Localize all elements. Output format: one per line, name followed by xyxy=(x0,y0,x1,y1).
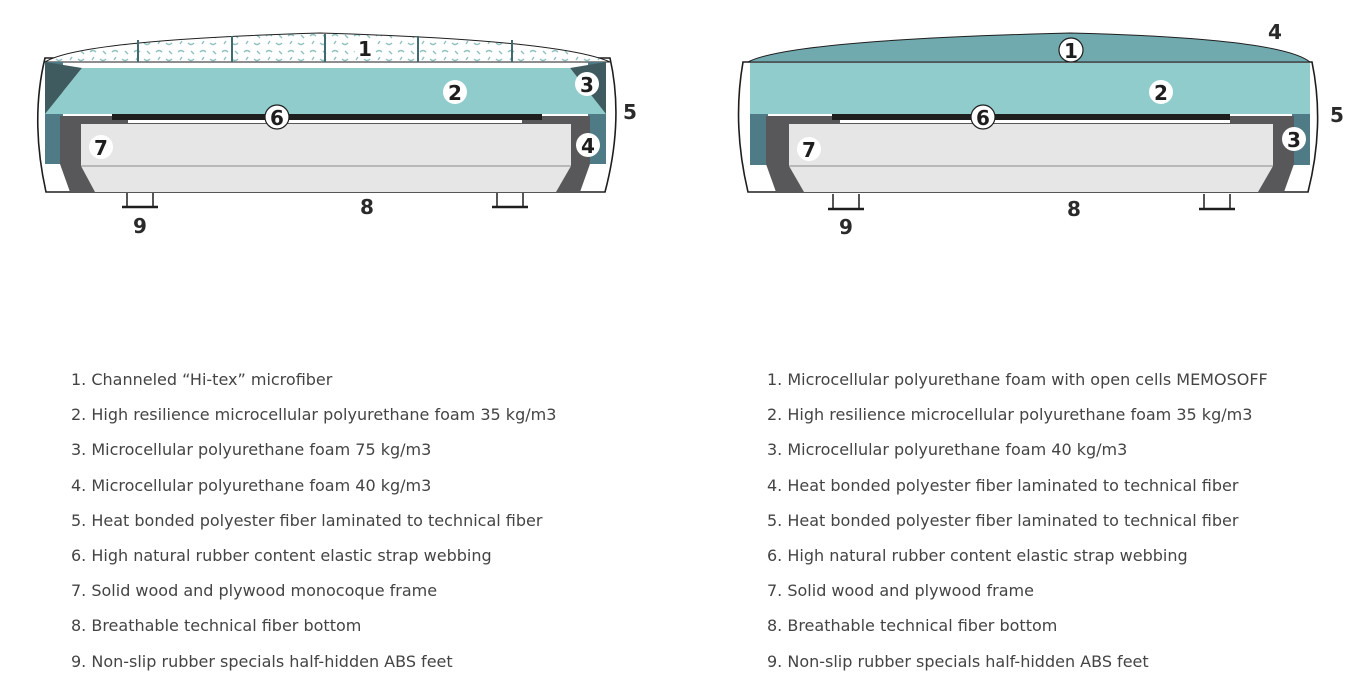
elastic-strap-webbing xyxy=(112,114,542,120)
right-legend-item-8: 8. Breathable technical fiber bottom xyxy=(767,616,1058,636)
right-legend-list: 1. Microcellular polyurethane foam with … xyxy=(767,362,1268,679)
callout-1: 1 xyxy=(354,37,376,61)
left-legend-item-2: 2. High resilience microcellular polyure… xyxy=(71,405,557,425)
frame-wood-body xyxy=(81,124,571,166)
right-legend-item-6: 6. High natural rubber content elastic s… xyxy=(767,546,1188,566)
foot-right xyxy=(1199,194,1235,211)
callout-7-label: 7 xyxy=(94,136,108,160)
right-legend-item-2: 2. High resilience microcellular polyure… xyxy=(767,405,1253,425)
left-legend-item-3: 3. Microcellular polyurethane foam 75 kg… xyxy=(71,440,432,460)
callout-7: 7 xyxy=(89,135,113,160)
foot-right xyxy=(492,193,528,209)
callout-2: 2 xyxy=(443,80,467,105)
side-foam-left xyxy=(750,110,768,165)
right-legend-item-5: 5. Heat bonded polyester fiber laminated… xyxy=(767,510,1239,530)
seat-foam-layer xyxy=(45,68,606,114)
right-legend-item-1: 1. Microcellular polyurethane foam with … xyxy=(767,370,1268,389)
callout-3-label: 3 xyxy=(1287,128,1301,152)
callout-4-label: 4 xyxy=(581,134,595,158)
callout-7-label: 7 xyxy=(802,138,816,162)
callout-6: 6 xyxy=(264,104,290,130)
left-legend-item-7: 7. Solid wood and plywood monocoque fram… xyxy=(71,581,438,601)
callout-9-label: 9 xyxy=(839,215,853,239)
right-cross-section-diagram: 1 2 3 4 5 6 7 8 9 xyxy=(680,0,1355,260)
channel-lines xyxy=(137,34,513,62)
callout-3: 3 xyxy=(575,72,599,97)
callout-1-label: 1 xyxy=(358,37,372,61)
left-cross-section-diagram: 1 2 3 4 5 6 7 8 9 xyxy=(0,0,680,260)
corner-foam-left xyxy=(45,62,82,114)
foot-left xyxy=(828,194,864,211)
callout-5-label: 5 xyxy=(1330,103,1344,127)
callout-7: 7 xyxy=(797,137,821,162)
callout-5-label: 5 xyxy=(623,100,637,124)
frame-wood-bottom xyxy=(81,166,571,192)
foot-left xyxy=(122,193,158,209)
callout-3-label: 3 xyxy=(580,73,594,97)
right-legend-item-4: 4. Heat bonded polyester fiber laminated… xyxy=(767,475,1239,495)
seat-foam-layer xyxy=(750,63,1310,114)
frame-wood-bottom xyxy=(789,166,1273,192)
callout-6-label: 6 xyxy=(976,106,990,130)
callout-1-label: 1 xyxy=(1064,39,1078,63)
callout-2-label: 2 xyxy=(1154,81,1168,105)
microfiber-top-layer xyxy=(43,32,611,63)
left-legend-item-6: 6. High natural rubber content elastic s… xyxy=(71,546,492,566)
right-legend-item-3: 3. Microcellular polyurethane foam 40 kg… xyxy=(767,440,1128,460)
left-legend-item-9: 9. Non-slip rubber specials half-hidden … xyxy=(71,651,453,671)
left-cross-section-svg: 1 2 3 4 5 6 7 8 9 xyxy=(36,32,637,238)
left-legend-item-8: 8. Breathable technical fiber bottom xyxy=(71,616,362,636)
right-cross-section-svg: 1 2 3 4 5 6 7 8 9 xyxy=(737,20,1344,239)
callout-4: 4 xyxy=(576,133,600,158)
left-legend-item-1: 1. Channeled “Hi-tex” microfiber xyxy=(71,370,333,389)
left-legend-item-5: 5. Heat bonded polyester fiber laminated… xyxy=(71,510,543,530)
callout-8-label: 8 xyxy=(360,195,374,219)
elastic-strap-webbing xyxy=(832,114,1230,120)
callout-4-label: 4 xyxy=(1268,20,1282,44)
callout-2: 2 xyxy=(1149,80,1173,105)
callout-1: 1 xyxy=(1058,37,1084,63)
right-legend-item-7: 7. Solid wood and plywood frame xyxy=(767,581,1034,601)
callout-6: 6 xyxy=(970,104,996,130)
callout-2-label: 2 xyxy=(448,81,462,105)
callout-8-label: 8 xyxy=(1067,197,1081,221)
left-legend-item-4: 4. Microcellular polyurethane foam 40 kg… xyxy=(71,475,432,495)
memosoff-top-layer xyxy=(747,32,1312,63)
callout-3: 3 xyxy=(1282,127,1306,152)
callout-6-label: 6 xyxy=(270,106,284,130)
frame-wood-body xyxy=(789,124,1273,166)
right-legend-item-9: 9. Non-slip rubber specials half-hidden … xyxy=(767,651,1149,671)
callout-9-label: 9 xyxy=(133,214,147,238)
left-legend-list: 1. Channeled “Hi-tex” microfiber 2. High… xyxy=(71,362,556,679)
